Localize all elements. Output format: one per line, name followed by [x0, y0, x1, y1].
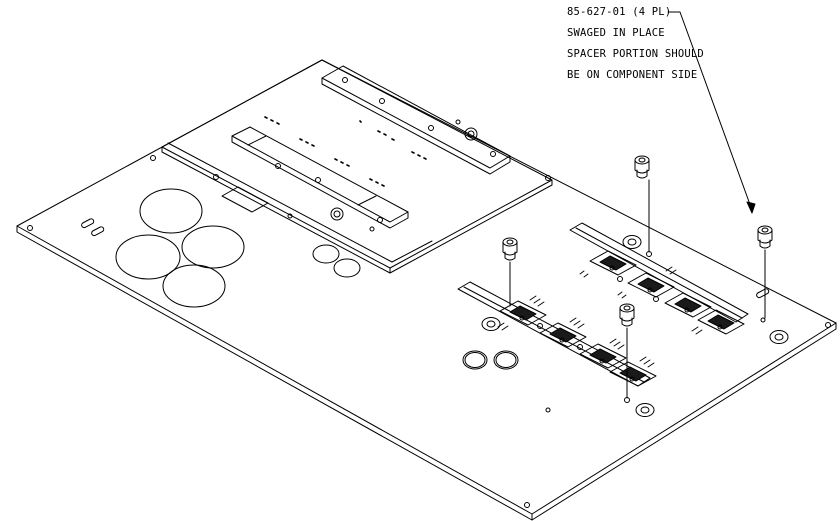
component-pads — [500, 251, 744, 386]
label-window — [222, 187, 268, 212]
base-plate — [17, 60, 836, 520]
middle-bracket — [232, 127, 408, 231]
standoff-3 — [620, 304, 634, 403]
component-leads — [498, 267, 702, 367]
large-openings — [116, 189, 518, 369]
upper-panel-dash-marks — [265, 117, 426, 186]
mounting-holes — [28, 156, 831, 508]
top-rail — [322, 66, 510, 174]
note-line-spacer: SPACER PORTION SHOULD — [567, 48, 704, 60]
note-line-component-side: BE ON COMPONENT SIDE — [567, 69, 698, 81]
lower-strip-right — [570, 223, 748, 322]
standoff-4 — [758, 226, 772, 318]
component-bodies — [510, 256, 734, 381]
standoff-2 — [635, 156, 652, 257]
upper-panel — [162, 60, 552, 273]
standoff-1 — [503, 238, 517, 306]
washer-holes — [482, 236, 788, 417]
pad-holes — [520, 266, 722, 381]
note-line-swaged: SWAGED IN PLACE — [567, 27, 665, 39]
note-line-part-number: 85-627-01 (4 PL) — [567, 6, 672, 18]
callout-leader — [668, 12, 755, 213]
